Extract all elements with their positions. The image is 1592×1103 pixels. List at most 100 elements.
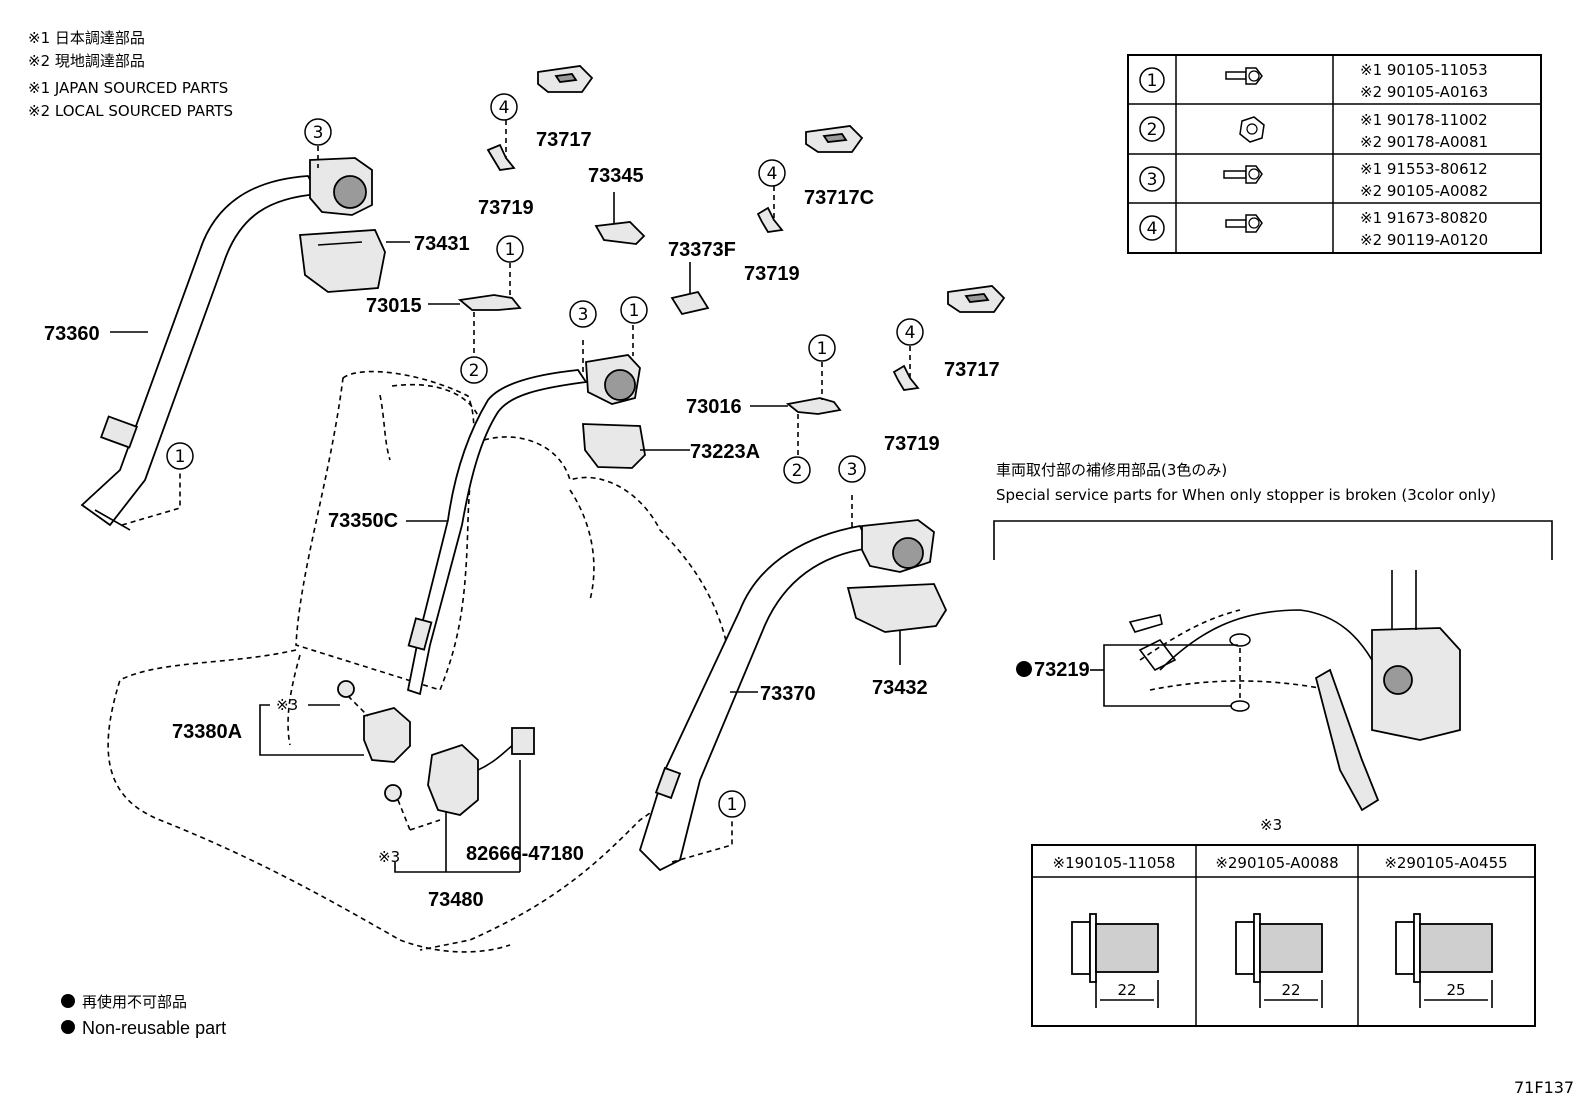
sourcing-notes: ※1 日本調達部品 ※2 現地調達部品 ※1 JAPAN SOURCED PAR… (28, 29, 233, 120)
bolt-code-japan: ※1 91673-80820 (1360, 209, 1488, 227)
seat-belt-assembly-73370 (638, 495, 935, 872)
seat-belt-assembly-73350c (406, 325, 641, 696)
svg-text:3: 3 (313, 123, 324, 143)
seat-belt-assembly-73360 (80, 157, 373, 531)
part-number: 73223A (690, 441, 760, 463)
part-number: 82666-47180 (466, 843, 584, 865)
stopper-detail (1128, 570, 1461, 812)
bolt-row-4: 4 ※1 91673-80820 ※2 90119-A0120 (1139, 209, 1488, 249)
bolt-drawing-1: 22 (1071, 913, 1159, 1008)
legend-dot-icon (61, 1020, 75, 1034)
bolt-drawing-3: 25 (1395, 913, 1493, 1008)
callout-1: 1 (808, 334, 836, 362)
cover-73373f (670, 262, 710, 316)
legend-dot-icon (61, 994, 75, 1008)
callout-4: 4 (490, 93, 518, 121)
ref3-header: ※290105-A0455 (1384, 854, 1507, 872)
part-number: 73432 (872, 677, 928, 699)
bolt-row-key: 1 (1147, 71, 1158, 91)
svg-text:3: 3 (847, 460, 858, 480)
callout-2: 2 (783, 456, 811, 484)
guide-73345 (594, 192, 646, 245)
service-title-jp: 車両取付部の補修用部品(3色のみ) (996, 461, 1227, 479)
flange-bolt-icon (1223, 165, 1263, 184)
ref3-title: ※3 (1260, 816, 1282, 834)
callout-2: 2 (460, 356, 488, 384)
part-number: 73480 (428, 889, 484, 911)
bolt-row-3: 3 ※1 91553-80612 ※2 90105-A0082 (1139, 160, 1488, 200)
callout-3: 3 (569, 300, 597, 328)
part-number: 73015 (366, 295, 422, 317)
flange-bolt-icon (1225, 214, 1263, 233)
part-number: 73016 (686, 396, 742, 418)
bolt-code-japan: ※1 91553-80612 (1360, 160, 1488, 178)
bolt-row-key: 3 (1147, 170, 1158, 190)
callout-1: 1 (620, 296, 648, 324)
part-number: 73380A (172, 721, 242, 743)
bolt-code-japan: ※1 90105-11053 (1360, 61, 1488, 79)
svg-text:1: 1 (817, 339, 828, 359)
ref-mark: ※3 (378, 848, 400, 866)
cover-73717-right (947, 285, 1006, 313)
buckle-assembly-73380a (259, 680, 411, 763)
callout-1: 1 (718, 790, 746, 818)
svg-text:1: 1 (175, 447, 186, 467)
ref3-header: ※190105-11058 (1053, 854, 1176, 872)
bolt-length: 22 (1117, 981, 1136, 999)
svg-text:1: 1 (727, 795, 738, 815)
bolt-code-local: ※2 90119-A0120 (1360, 231, 1488, 249)
callout-circles: 3 4 4 4 1 2 3 1 1 2 3 1 1 (166, 93, 924, 818)
svg-text:2: 2 (792, 461, 803, 481)
callout-3: 3 (838, 455, 866, 483)
svg-text:3: 3 (578, 305, 589, 325)
seat-outline (107, 370, 733, 953)
svg-text:4: 4 (905, 323, 916, 343)
legend-jp: 再使用不可部品 (82, 993, 187, 1011)
bolt-code-local: ※2 90178-A0081 (1360, 133, 1488, 151)
part-number: 73360 (44, 323, 100, 345)
part-labels: 73717 73719 73345 73717C 73373F 73719 73… (44, 129, 1000, 911)
bolt-row-key: 2 (1147, 120, 1158, 140)
anchor-73719-b (756, 186, 784, 233)
part-number: 73717 (944, 359, 1000, 381)
bolt-row-1: 1 ※1 90105-11053 ※2 90105-A0163 (1139, 61, 1488, 101)
callout-4: 4 (758, 159, 786, 187)
part-number: 73717C (804, 187, 874, 209)
callout-1: 1 (496, 235, 524, 263)
special-service-section: 車両取付部の補修用部品(3色のみ) Special service parts … (993, 461, 1553, 812)
part-number: 73719 (744, 263, 800, 285)
part-number: 73719 (478, 197, 534, 219)
cover-73717-top (537, 65, 594, 93)
bolt-code-japan: ※1 90178-11002 (1360, 111, 1488, 129)
bolt-length: 25 (1446, 981, 1465, 999)
ref3-header: ※290105-A0088 (1215, 854, 1338, 872)
part-number: 73431 (414, 233, 470, 255)
svg-text:4: 4 (767, 164, 778, 184)
buckle-assembly-73480 (384, 727, 535, 873)
figure-code: 71F137 (1514, 1078, 1574, 1097)
bracket-73016 (750, 362, 842, 456)
svg-text:4: 4 (499, 98, 510, 118)
note-local-jp: ※2 現地調達部品 (28, 52, 145, 70)
bolt-code-local: ※2 90105-A0163 (1360, 83, 1488, 101)
bracket-73015 (428, 263, 522, 356)
part-number: 73219 (1034, 659, 1090, 681)
ref-mark: ※3 (276, 696, 298, 714)
bolt-drawing-2: 22 (1235, 913, 1323, 1008)
retractor-cover-73431 (298, 229, 410, 293)
part-number: 73350C (328, 510, 398, 532)
callout-1: 1 (166, 442, 194, 470)
ref3-bolt-table: ※3 ※190105-11058 ※290105-A0088 ※290105-A… (1031, 816, 1536, 1027)
cover-73717c (805, 125, 864, 153)
bolt-length: 22 (1281, 981, 1300, 999)
svg-text:1: 1 (629, 301, 640, 321)
part-number: 73717 (536, 129, 592, 151)
bolt-row-2: 2 ※1 90178-11002 ※2 90178-A0081 (1139, 111, 1488, 151)
callout-3: 3 (304, 118, 332, 146)
legend: 再使用不可部品 Non-reusable part (61, 993, 226, 1038)
retractor-cover-73432 (846, 583, 948, 665)
retractor-cover-73223a (582, 423, 690, 469)
callout-4: 4 (896, 318, 924, 346)
